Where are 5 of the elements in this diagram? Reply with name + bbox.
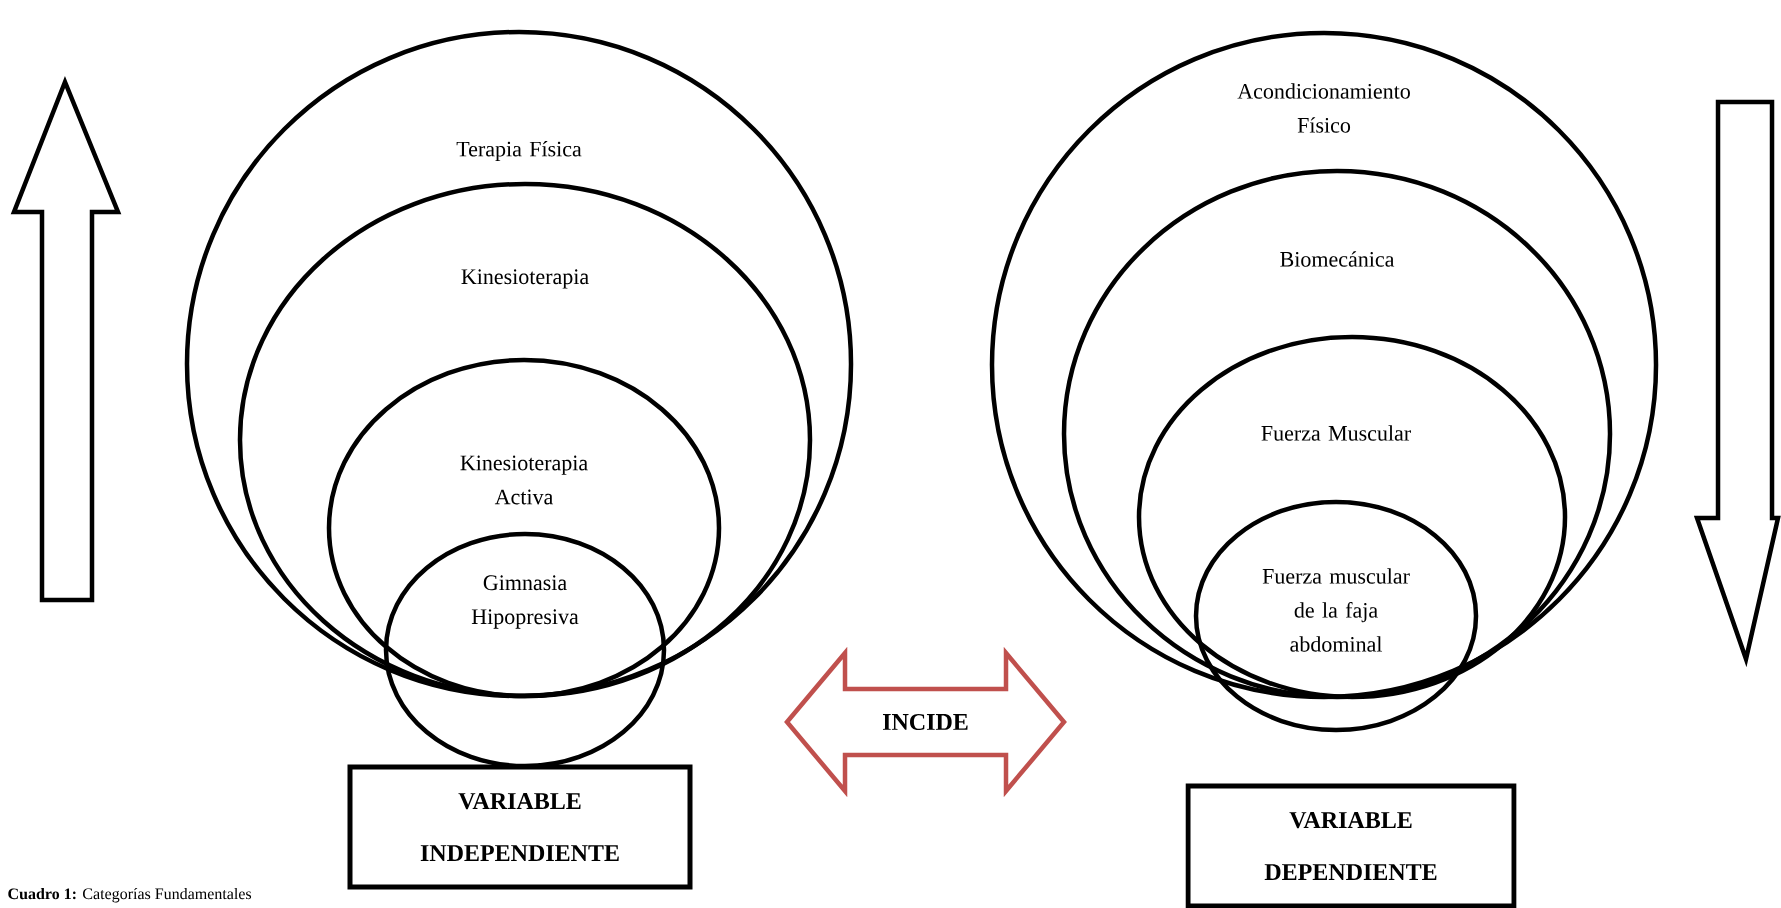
- edge-label: INCIDE: [883, 713, 968, 731]
- double-arrow: [784, 646, 1067, 798]
- variable-box: VARIABLE INDEPENDIENTE: [347, 764, 693, 890]
- caption: Cuadro 1: Categorías Fundamentales: [8, 887, 252, 903]
- variable-box: VARIABLE DEPENDIENTE: [1185, 783, 1517, 908]
